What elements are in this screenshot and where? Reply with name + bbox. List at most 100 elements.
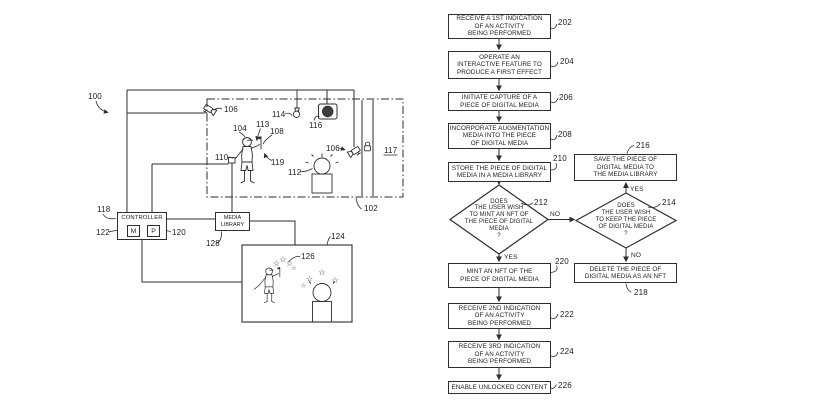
system-leaders [102,107,398,263]
ref-orb: 112 [288,168,302,177]
ref-display: 124 [331,232,345,241]
step-206-box: INITIATE CAPTURE OF A PIECE OF DIGITAL M… [448,92,551,111]
step-224-box: RECEIVE 3RD INDICATION OF AN ACTIVITY BE… [448,341,551,368]
ref-feature-tip: 113 [256,120,270,129]
augmentation-stars: ☆ ☆ ☆ ☆ ☆ ☆ ☆ ☆ [273,255,339,290]
step-222-label: RECEIVE 2ND INDICATION OF AN ACTIVITY BE… [458,304,541,327]
step-216-box: SAVE THE PIECE OF DIGITAL MEDIA TO THE M… [574,154,677,181]
ref-216: 216 [636,141,650,150]
step-218-box: DELETE THE PIECE OF DIGITAL MEDIA AS AN … [574,263,677,283]
ref-stars: 126 [301,252,315,261]
ref-212: 212 [534,198,548,207]
camera-icon-left [201,103,218,118]
ref-226: 226 [558,381,572,390]
edge-label-no-214: NO [631,252,641,259]
step-204-box: OPERATE AN INTERACTIVE FEATURE TO PRODUC… [448,51,551,79]
ref-controller: 118 [97,205,111,214]
ref-media-library: 128 [206,239,220,248]
ref-208: 208 [558,130,572,139]
user-figure [234,136,262,184]
step-224-label: RECEIVE 3RD INDICATION OF AN ACTIVITY BE… [458,343,541,366]
ref-222: 222 [560,310,574,319]
media-library-box: MEDIA LIBRARY [215,212,250,231]
ref-210: 210 [553,154,567,163]
step-208-box: INCORPORATE AUGMENTATION MEDIA INTO THE … [448,123,551,149]
flow-arrows [496,39,629,381]
controller-box: CONTROLLER M P [117,212,167,240]
ref-user: 104 [233,124,247,133]
orb-prop [305,153,339,194]
step-216-label: SAVE THE PIECE OF DIGITAL MEDIA TO THE M… [593,156,658,179]
star-icon: ☆ [301,283,306,290]
ref-environment: 102 [364,204,378,213]
handheld-device [228,157,236,164]
step-204-label: OPERATE AN INTERACTIVE FEATURE TO PRODUC… [456,53,542,76]
media-library-label: MEDIA LIBRARY [220,214,245,228]
edge-label-no-212: NO [550,211,560,218]
step-218-label: DELETE THE PIECE OF DIGITAL MEDIA AS AN … [584,265,667,280]
decision-214-label: DOES THE USER WISH TO KEEP THE PIECE OF … [595,203,657,237]
processor-chip: P [147,225,160,237]
memory-chip-label: M [130,227,137,235]
decision-212-text: DOES THE USER WISH TO MINT AN NFT OF THE… [451,186,547,252]
flow-leaders [520,23,661,389]
star-icon: ☆ [291,265,296,272]
flowchart-art: 202 204 206 208 210 216 218 220 222 224 … [448,18,678,390]
speaker-icon [318,90,338,120]
star-icon: ☆ [306,275,313,284]
memory-chip: M [127,225,140,237]
star-icon: ☆ [286,259,293,268]
step-206-label: INITIATE CAPTURE OF A PIECE OF DIGITAL M… [460,94,539,109]
ref-lamp: 114 [272,110,286,119]
ref-speaker: 116 [309,121,323,130]
decision-214-diamond [574,192,678,249]
edge-label-yes-214: YES [630,186,644,193]
ref-processor: 120 [172,228,186,237]
ref-memory: 122 [96,228,110,237]
system-leader-arrows [95,100,346,161]
step-220-box: MINT AN NFT OF THE PIECE OF DIGITAL MEDI… [448,263,551,288]
star-icon: ☆ [273,259,280,268]
ref-202: 202 [558,18,572,27]
ref-device: 110 [215,153,229,162]
step-222-box: RECEIVE 2ND INDICATION OF AN ACTIVITY BE… [448,303,551,329]
ref-effect: 119 [271,158,285,167]
ref-camera-left: 106 [224,105,238,114]
decision-214-text: DOES THE USER WISH TO KEEP THE PIECE OF … [577,194,675,247]
decision-212-diamond [448,184,550,255]
system-wiring [126,89,354,283]
ref-218: 218 [634,288,648,297]
step-226-box: ENABLE UNLOCKED CONTENT [448,381,551,394]
lamp-icon [292,90,301,118]
step-210-label: STORE THE PIECE OF DIGITAL MEDIA IN A ME… [451,164,548,179]
system-ref-numbers: 100 102 104 106 106 108 110 112 113 114 … [88,92,398,261]
edge-label-yes-212: YES [504,254,518,261]
step-202-box: RECEIVE A 1ST INDICATION OF AN ACTIVITY … [448,14,551,39]
ref-206: 206 [559,93,573,102]
step-226-label: ENABLE UNLOCKED CONTENT [451,383,548,391]
step-210-box: STORE THE PIECE OF DIGITAL MEDIA IN A ME… [448,162,551,182]
ref-204: 204 [560,57,574,66]
ref-224: 224 [560,347,574,356]
step-220-label: MINT AN NFT OF THE PIECE OF DIGITAL MEDI… [460,268,539,283]
display-screen [241,244,353,323]
flow-ref-numbers: 202 204 206 208 210 216 218 220 222 224 … [504,18,676,390]
step-202-label: RECEIVE A 1ST INDICATION OF AN ACTIVITY … [456,15,543,38]
ref-220: 220 [555,257,569,266]
lock-icon [363,141,371,152]
wall-strip [361,100,374,196]
controller-label: CONTROLLER [121,215,163,221]
environment-boundary [206,98,404,198]
system-diagram: ☆ ☆ ☆ ☆ ☆ ☆ ☆ ☆ [88,89,404,323]
ref-system: 100 [88,92,102,101]
step-208-label: INCORPORATE AUGMENTATION MEDIA INTO THE … [449,124,550,147]
camera-icon-right [346,145,363,160]
screen-orb [308,281,336,323]
star-icon: ☆ [318,268,325,277]
ref-feature: 108 [270,127,284,136]
screen-user-figure [259,266,281,304]
star-icon: ☆ [331,276,338,285]
screen-scene: ☆ ☆ ☆ ☆ ☆ ☆ ☆ ☆ [253,255,339,323]
